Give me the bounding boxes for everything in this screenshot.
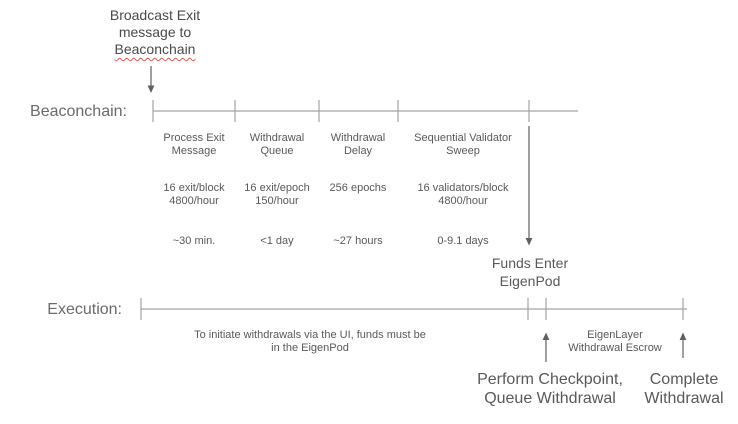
phase-title: Sequential Validator Sweep [414, 132, 512, 157]
beaconchain-misspelled-word: Beaconchain [114, 41, 196, 57]
phase-withdrawal-queue: Withdrawal Queue 16 exit/epoch 150/hour … [225, 119, 329, 261]
broadcast-note: Broadcast Exit message to Beaconchain [85, 7, 225, 58]
beaconchain-row-label: Beaconchain: [30, 103, 127, 120]
broadcast-arrow-head [147, 85, 155, 93]
phase-rate: 16 validators/block 4800/hour [417, 182, 509, 207]
phase-duration: 0-9.1 days [437, 235, 489, 247]
phase-withdrawal-delay: Withdrawal Delay 256 epochs ~27 hours [306, 119, 410, 261]
broadcast-note-line3: Beaconchain [85, 41, 225, 58]
complete-withdrawal-label: Complete Withdrawal [644, 371, 724, 407]
phase-rate: 16 exit/epoch 150/hour [244, 182, 310, 207]
initiate-withdrawals-note: To initiate withdrawals via the UI, fund… [194, 329, 426, 354]
phase-title: Withdrawal Delay [330, 132, 386, 157]
phase-title: Withdrawal Queue [249, 132, 305, 157]
checkpoint-arrow-head [542, 332, 550, 340]
broadcast-note-line2: message to [118, 24, 192, 40]
phase-process-exit-message: Process Exit Message 16 exit/block 4800/… [142, 119, 246, 261]
execution-row-label: Execution: [47, 301, 122, 318]
phase-duration: ~27 hours [333, 235, 383, 247]
phase-title: Process Exit Message [163, 132, 225, 157]
broadcast-note-line1: Broadcast Exit [109, 7, 201, 23]
eigenlayer-withdrawal-escrow-label: EigenLayer Withdrawal Escrow [568, 329, 662, 354]
phase-rate: 256 epochs [329, 182, 387, 194]
perform-checkpoint-label: Perform Checkpoint, Queue Withdrawal [477, 371, 623, 407]
funds-enter-eigenpod-label: Funds Enter EigenPod [491, 255, 569, 289]
phase-sequential-validator-sweep: Sequential Validator Sweep 16 validators… [398, 119, 528, 261]
phase-duration: ~30 min. [172, 235, 216, 247]
phase-duration: <1 day [260, 235, 294, 247]
complete-arrow-head [679, 332, 687, 340]
phase-rate: 16 exit/block 4800/hour [163, 182, 225, 207]
